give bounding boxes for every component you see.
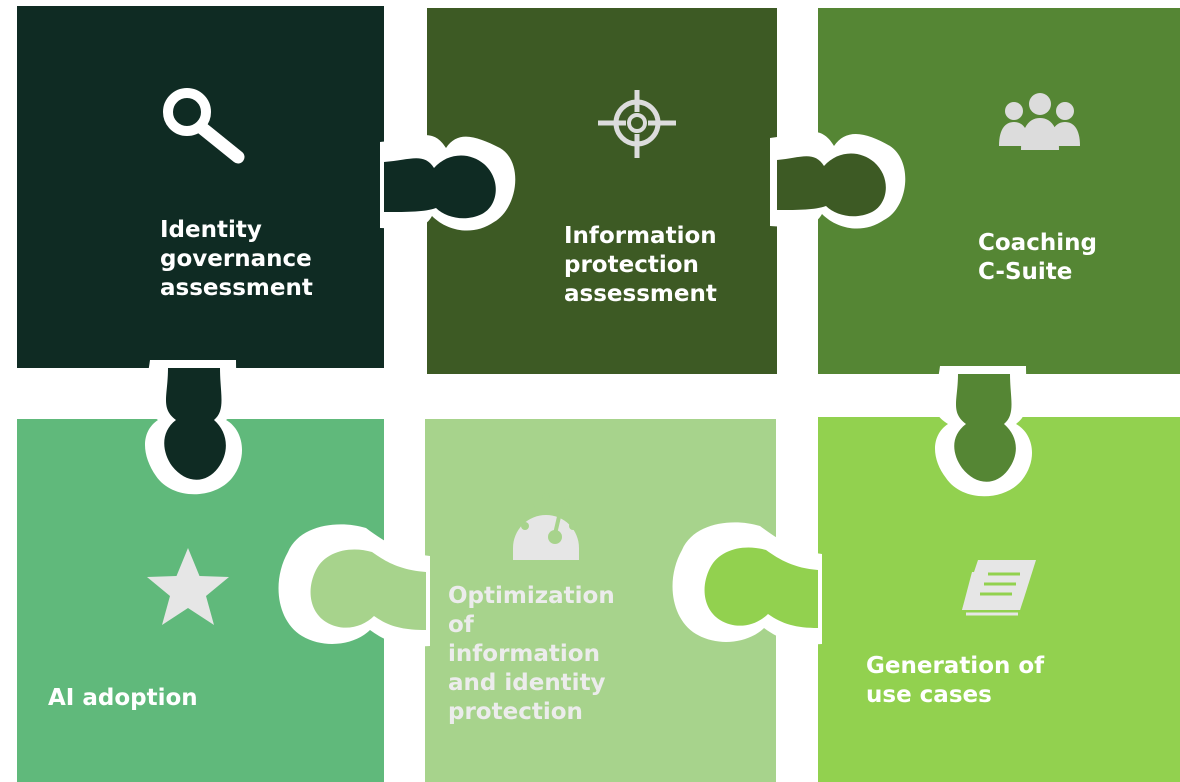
tab-piece-5-left	[310, 549, 426, 630]
book-icon	[962, 560, 1036, 616]
label-identity-governance-assessment: Identity governance assessment	[160, 217, 313, 301]
label-optimization-information-identity-protection: Optimization of information and identity…	[448, 583, 615, 725]
people-group-icon	[999, 93, 1080, 150]
star-icon	[147, 548, 229, 625]
label-generation-of-use-cases: Generation of use cases	[866, 653, 1045, 708]
label-coaching-c-suite: Coaching C-Suite	[978, 230, 1097, 285]
tab-piece-1-down	[164, 368, 226, 480]
label-information-protection-assessment: Information protection assessment	[564, 223, 717, 307]
tab-piece-6-left	[704, 547, 818, 628]
tab-piece-3-down	[954, 374, 1016, 482]
speedometer-gauge-icon	[513, 493, 579, 560]
label-ai-adoption: AI adoption	[48, 685, 198, 711]
tab-piece-1-right	[384, 155, 496, 219]
tab-piece-2-right	[777, 153, 886, 217]
crosshair-target-icon	[598, 90, 676, 158]
magnifying-glass-icon	[163, 88, 245, 164]
piece-identity-governance	[17, 6, 384, 368]
